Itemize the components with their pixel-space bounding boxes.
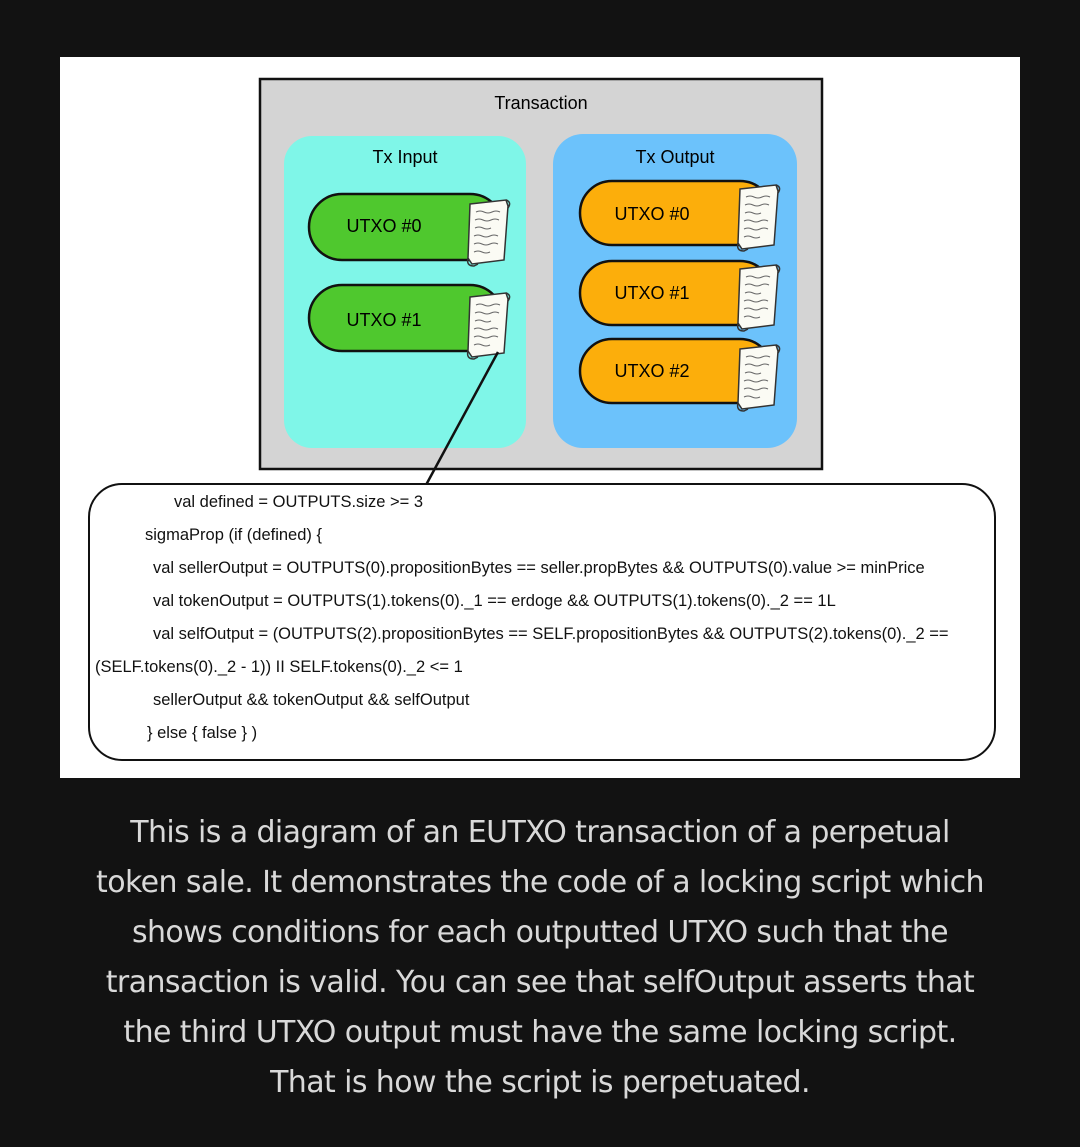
input-utxo-0-label: UTXO #0: [346, 216, 421, 236]
code-line: val sellerOutput = OUTPUTS(0).propositio…: [153, 559, 925, 577]
diagram-caption: This is a diagram of an EUTXO transactio…: [40, 808, 1040, 1108]
code-line: val selfOutput = (OUTPUTS(2).proposition…: [153, 625, 949, 643]
output-utxo-0-label: UTXO #0: [614, 204, 689, 224]
caption-line: transaction is valid. You can see that s…: [105, 965, 975, 1000]
caption-line: That is how the script is perpetuated.: [270, 1065, 810, 1100]
diagram-svg: Transaction Tx Input Tx Output UTXO #0 U…: [258, 77, 824, 486]
code-line: } else { false } ): [147, 724, 258, 742]
code-line: val tokenOutput = OUTPUTS(1).tokens(0)._…: [153, 592, 836, 610]
script-scroll-icon: [736, 344, 781, 412]
caption-line: shows conditions for each outputted UTXO…: [131, 915, 949, 950]
code-line: (SELF.tokens(0)._2 - 1)) II SELF.tokens(…: [95, 658, 463, 676]
code-line: val defined = OUTPUTS.size >= 3: [174, 493, 423, 511]
caption-line: token sale. It demonstrates the code of …: [96, 865, 984, 900]
tx-input-label: Tx Input: [372, 147, 437, 167]
script-scroll-icon: [466, 292, 511, 360]
script-scroll-icon: [736, 184, 781, 252]
script-scroll-icon: [466, 199, 511, 267]
diagram-figure: Transaction Tx Input Tx Output UTXO #0 U…: [60, 57, 1020, 778]
code-line: sigmaProp (if (defined) {: [145, 526, 322, 544]
output-utxo-2-label: UTXO #2: [614, 361, 689, 381]
script-code-box: val defined = OUTPUTS.size >= 3 sigmaPro…: [88, 483, 996, 761]
script-connector-line: [424, 351, 500, 486]
code-line: sellerOutput && tokenOutput && selfOutpu…: [153, 691, 470, 709]
output-utxo-1-label: UTXO #1: [614, 283, 689, 303]
transaction-label: Transaction: [494, 93, 587, 113]
tx-output-label: Tx Output: [635, 147, 714, 167]
script-scroll-icon: [736, 264, 781, 332]
input-utxo-1-label: UTXO #1: [346, 310, 421, 330]
caption-line: the third UTXO output must have the same…: [123, 1015, 957, 1050]
caption-line: This is a diagram of an EUTXO transactio…: [130, 815, 950, 850]
